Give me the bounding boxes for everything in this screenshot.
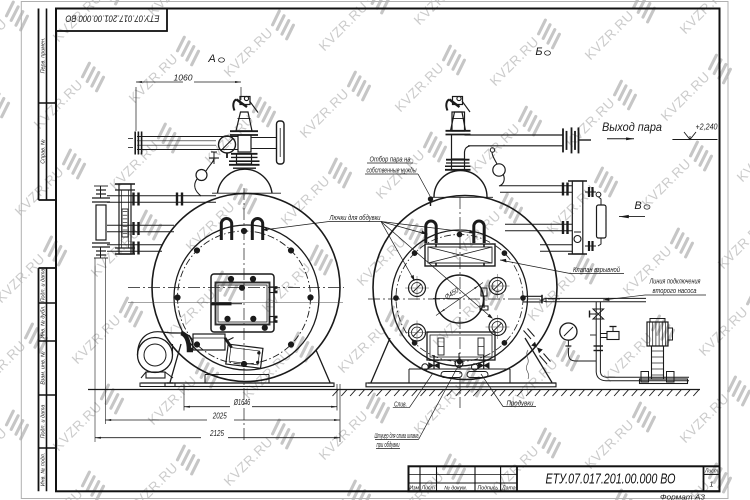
svg-text:ЕТУ.07.017.201.00.000 ВО: ЕТУ.07.017.201.00.000 ВО — [65, 12, 159, 23]
svg-text:Б: Б — [535, 46, 542, 58]
svg-text:Клапан взрывной: Клапан взрывной — [573, 265, 620, 274]
svg-text:В: В — [634, 200, 641, 212]
svg-text:Лючки для обдувки: Лючки для обдувки — [329, 213, 381, 222]
svg-text:Изм: Изм — [409, 485, 419, 491]
svg-text:Подпись: Подпись — [478, 485, 499, 491]
svg-text:ЕТУ.07.017.201.00.000 ВО: ЕТУ.07.017.201.00.000 ВО — [546, 471, 676, 488]
svg-text:Штуцер для слива шлама: Штуцер для слива шлама — [375, 431, 419, 440]
svg-text:второго насоса: второго насоса — [653, 288, 697, 295]
svg-text:+2,240: +2,240 — [696, 123, 719, 132]
svg-text:Инв. № дубл.: Инв. № дубл. — [40, 305, 46, 338]
svg-text:Продувки: Продувки — [507, 398, 534, 407]
svg-text:Формат А3: Формат А3 — [660, 492, 706, 500]
svg-text:1: 1 — [709, 480, 713, 489]
svg-text:Лист: Лист — [421, 485, 436, 491]
svg-text:Линия подключения: Линия подключения — [649, 278, 701, 286]
svg-text:Дата: Дата — [501, 485, 516, 491]
svg-text:Лист: Лист — [704, 468, 719, 474]
svg-text:А: А — [207, 53, 215, 65]
svg-text:Ø1646: Ø1646 — [233, 398, 251, 407]
svg-text:№ докум.: № докум. — [444, 485, 467, 491]
svg-text:Подп. и дата: Подп. и дата — [40, 269, 46, 303]
svg-text:2025: 2025 — [212, 411, 227, 420]
svg-text:при обдувки: при обдувки — [377, 440, 400, 449]
svg-text:Слив.: Слив. — [394, 399, 407, 408]
svg-text:собственные нужды: собственные нужды — [367, 166, 418, 175]
svg-text:1060: 1060 — [174, 74, 194, 83]
svg-text:Подп. и дата: Подп. и дата — [40, 405, 46, 439]
svg-text:Перв. примен.: Перв. примен. — [40, 38, 46, 74]
svg-text:Справ. №: Справ. № — [40, 139, 46, 164]
svg-text:Инв. № подл.: Инв. № подл. — [40, 453, 46, 486]
svg-text:Отбор пара на: Отбор пара на — [370, 155, 411, 164]
svg-text:Взам. инв. №: Взам. инв. № — [40, 351, 46, 385]
svg-text:Выход пара: Выход пара — [602, 120, 662, 134]
svg-text:2125: 2125 — [209, 429, 224, 438]
